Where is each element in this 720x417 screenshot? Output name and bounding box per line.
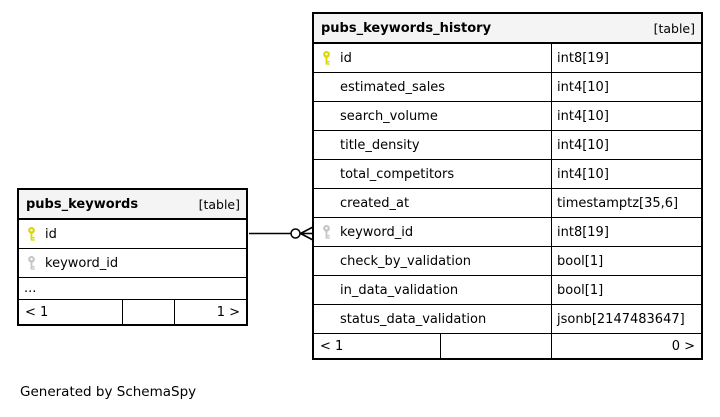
column-name: keyword_id <box>340 224 414 240</box>
column-name: created_at <box>340 195 410 211</box>
footer-middle-cell <box>441 334 552 358</box>
footer-parents-count: 1 > <box>216 304 240 320</box>
column-row-search-volume: search_volume int4[10] <box>314 102 701 131</box>
column-row-keyword-id: keyword_id <box>19 249 246 278</box>
zero-cardinality-circle <box>290 228 301 239</box>
column-name: check_by_validation <box>340 253 472 269</box>
column-type: int4[10] <box>557 108 609 124</box>
table-name[interactable]: pubs_keywords <box>26 196 139 212</box>
column-row-check-by-validation: check_by_validation bool[1] <box>314 247 701 276</box>
column-row-in-data-validation: in_data_validation bool[1] <box>314 276 701 305</box>
column-row-estimated-sales: estimated_sales int4[10] <box>314 73 701 102</box>
column-row-keyword-id: keyword_id int8[19] <box>314 218 701 247</box>
column-row-title-density: title_density int4[10] <box>314 131 701 160</box>
column-name: total_competitors <box>340 166 455 182</box>
primary-key-icon <box>321 51 331 65</box>
table-header: pubs_keywords_history [table] <box>314 14 701 44</box>
table-pubs-keywords-history: pubs_keywords_history [table] <box>312 12 703 360</box>
column-row-id: id <box>19 220 246 249</box>
foreign-key-icon <box>321 225 331 239</box>
column-type: int8[19] <box>557 50 609 66</box>
footer-parents-count: 0 > <box>671 338 695 354</box>
column-type: int8[19] <box>557 224 609 240</box>
table-tag: [table] <box>653 20 695 36</box>
table-header: pubs_keywords [table] <box>19 190 246 220</box>
column-name: title_density <box>340 137 420 153</box>
column-type: timestamptz[35,6] <box>557 195 679 211</box>
column-type: int4[10] <box>557 79 609 95</box>
table-footer: < 1 0 > <box>314 334 701 358</box>
column-type: bool[1] <box>557 253 604 269</box>
column-type: jsonb[2147483647] <box>557 311 685 327</box>
column-row-total-competitors: total_competitors int4[10] <box>314 160 701 189</box>
table-tag: [table] <box>198 196 240 212</box>
column-type: int4[10] <box>557 166 609 182</box>
column-name: estimated_sales <box>340 79 446 95</box>
column-name: search_volume <box>340 108 438 124</box>
table-footer: < 1 1 > <box>19 300 246 324</box>
column-name: id <box>340 50 352 66</box>
column-type: bool[1] <box>557 282 604 298</box>
column-row-created-at: created_at timestamptz[35,6] <box>314 189 701 218</box>
hidden-columns-ellipsis: ... <box>19 278 246 300</box>
column-name: status_data_validation <box>340 311 487 327</box>
foreign-key-icon <box>26 256 36 270</box>
column-row-id: id int8[19] <box>314 44 701 73</box>
footer-children-count: < 1 <box>19 300 123 324</box>
column-name: id <box>45 226 57 242</box>
footer-middle-cell <box>123 300 175 324</box>
primary-key-icon <box>26 227 36 241</box>
footer-children-count: < 1 <box>314 334 441 358</box>
column-row-status-data-validation: status_data_validation jsonb[2147483647] <box>314 305 701 334</box>
column-type: int4[10] <box>557 137 609 153</box>
table-pubs-keywords: pubs_keywords [table] id <box>17 188 248 326</box>
generator-credit: Generated by SchemaSpy <box>20 384 197 400</box>
table-name[interactable]: pubs_keywords_history <box>321 20 492 36</box>
column-name: keyword_id <box>45 255 119 271</box>
column-name: in_data_validation <box>340 282 459 298</box>
